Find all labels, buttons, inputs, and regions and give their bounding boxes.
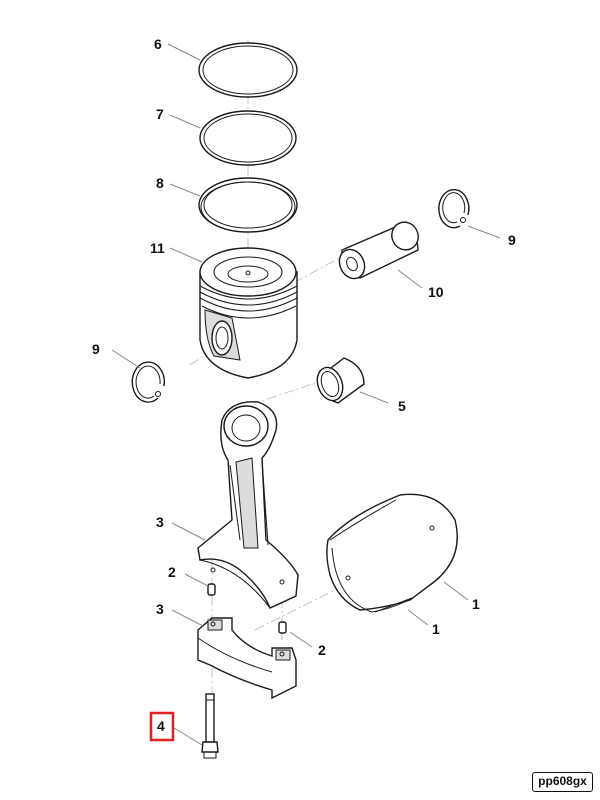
- dowel-2-lower: [278, 621, 287, 634]
- rod-bolt-4: [201, 693, 219, 759]
- bearing-shell-1-upper: [326, 493, 458, 613]
- dowel-2-upper: [207, 583, 216, 596]
- piston-11: [199, 247, 298, 379]
- piston-pin-10: [338, 221, 419, 280]
- bushing-5: [316, 357, 365, 404]
- callout-labels: 6 7 8 11 9 10 9 5 3 2 1 3 1 2 4: [92, 36, 516, 734]
- piston-ring-7: [199, 110, 297, 166]
- piston-ring-6: [198, 42, 298, 98]
- figure-code-label: pp608gx: [532, 772, 593, 792]
- leader-lines: [111, 43, 501, 746]
- callout-7[interactable]: 7: [156, 106, 164, 122]
- callout-3-lower[interactable]: 3: [156, 601, 164, 617]
- callout-1-lower[interactable]: 1: [432, 621, 440, 637]
- callout-9-right[interactable]: 9: [508, 232, 516, 248]
- callout-8[interactable]: 8: [156, 175, 164, 191]
- callout-6[interactable]: 6: [154, 36, 162, 52]
- circlip-9-right: [438, 188, 470, 229]
- callout-3-upper[interactable]: 3: [156, 514, 164, 530]
- connecting-rod-3: [197, 401, 299, 609]
- circlip-9-left: [131, 361, 166, 403]
- callout-2-lower[interactable]: 2: [318, 642, 326, 658]
- callout-10[interactable]: 10: [428, 284, 444, 300]
- callout-4-highlight: [149, 711, 175, 742]
- piston-ring-8: [198, 177, 298, 233]
- rod-cap-3: [197, 617, 297, 700]
- callout-9-left[interactable]: 9: [92, 341, 100, 357]
- callout-1-right[interactable]: 1: [472, 596, 480, 612]
- callout-2-upper[interactable]: 2: [168, 564, 176, 580]
- callout-5[interactable]: 5: [398, 398, 406, 414]
- callout-11[interactable]: 11: [150, 240, 165, 256]
- bearing-shell-1-lower: [374, 597, 413, 613]
- callout-4[interactable]: 4: [157, 718, 165, 734]
